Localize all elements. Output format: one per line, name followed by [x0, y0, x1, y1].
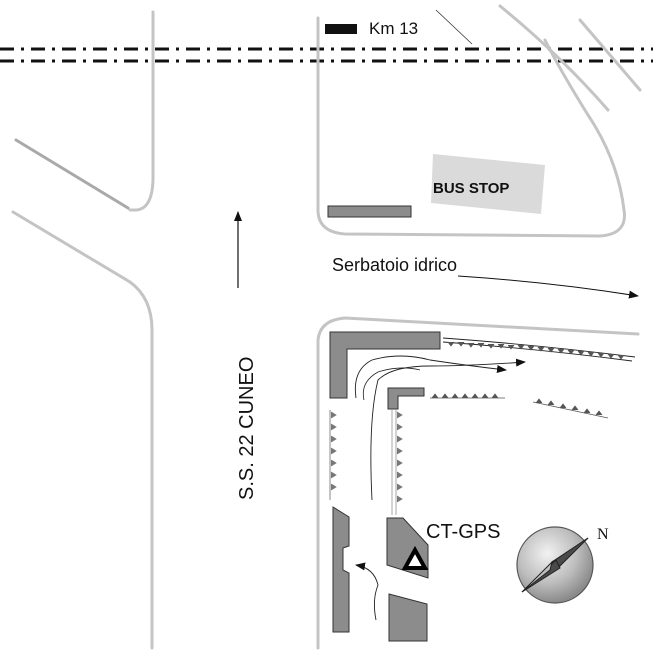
footpaths	[354, 355, 526, 621]
embankments	[329, 337, 636, 515]
bus-stop: BUS STOP	[431, 154, 545, 214]
water-tank-label: Serbatoio idrico	[332, 255, 457, 275]
km-marker-symbol	[325, 24, 357, 34]
north-label: N	[597, 526, 609, 543]
buildings	[329, 331, 441, 642]
building-west	[332, 506, 350, 633]
building-corner	[329, 331, 441, 399]
building-small-corner	[387, 387, 425, 410]
bus-shelter-building	[327, 205, 412, 218]
building-south	[388, 593, 428, 642]
triangle-marker-icon	[401, 545, 429, 570]
compass-rose-icon	[516, 526, 594, 604]
bus-stop-label: BUS STOP	[433, 180, 509, 197]
station-label: CT-GPS	[426, 521, 500, 543]
road-network	[11, 4, 642, 650]
water-tank-arrow	[457, 275, 639, 299]
km-marker-label: Km 13	[369, 19, 418, 38]
road-name-label: S.S. 22 CUNEO	[236, 357, 258, 500]
